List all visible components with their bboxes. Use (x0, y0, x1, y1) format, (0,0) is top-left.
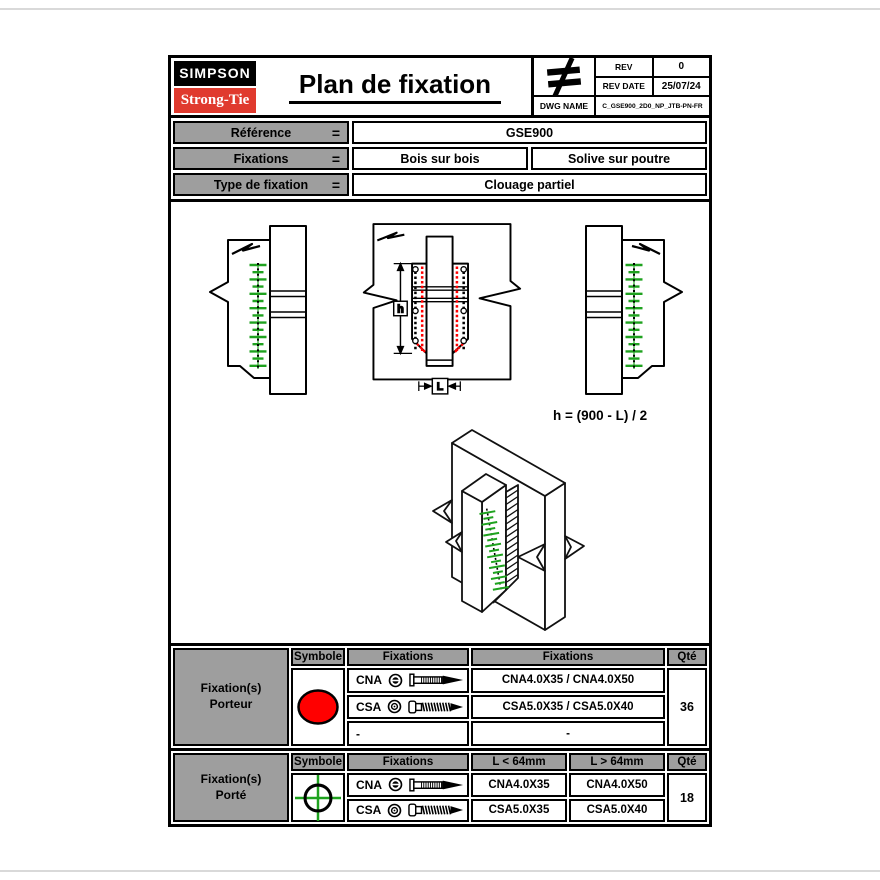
porte-header-l-small: L < 64mm (471, 753, 567, 771)
porte-csa-l-small: CSA5.0X35 (471, 798, 567, 822)
page-title: Plan de fixation (259, 58, 531, 115)
porteur-header-fixations-1: Fixations (347, 648, 469, 666)
svg-text:h: h (397, 303, 403, 315)
drawing-sheet: SIMPSON Strong-Tie Plan de fixation REV … (168, 55, 712, 827)
fixations-row: Fixations = Bois sur bois Solive sur pou… (173, 147, 707, 170)
front-view-drawing: h L (362, 223, 522, 395)
porteur-header-symbole: Symbole (291, 648, 345, 666)
porte-row-csa-fixation: CSA (347, 798, 469, 822)
svg-text:L: L (437, 381, 444, 393)
porteur-label-line1: Fixation(s) (200, 681, 262, 696)
height-formula: h = (900 - L) / 2 (553, 408, 648, 423)
fixations-label-cell: Fixations = (173, 147, 349, 170)
rev-date-value: 25/07/24 (653, 77, 709, 96)
porteur-symbol-icon (291, 668, 345, 746)
cna-label: CNA (356, 777, 382, 792)
type-fixation-label: Type de fixation (213, 177, 309, 192)
cna-head-icon (388, 777, 403, 792)
porte-table-label: Fixation(s) Porté (173, 753, 289, 822)
dwg-name-label: DWG NAME (534, 97, 594, 115)
porteur-csa-value: CSA5.0X35 / CSA5.0X40 (471, 694, 665, 720)
porte-header-fixations: Fixations (347, 753, 469, 771)
screw-icon (408, 803, 464, 817)
drawing-area: h L (171, 202, 709, 646)
revision-block: REV 0 REV DATE 25/07/24 DWG NAME C_GSE90… (531, 56, 709, 115)
reference-label-cell: Référence = (173, 121, 349, 144)
equals-sign: = (331, 124, 340, 141)
porte-qty: 18 (667, 773, 707, 822)
reference-value: GSE900 (352, 121, 707, 144)
porte-fixings-table: Fixation(s) Porté Symbole Fixations L < … (171, 751, 709, 824)
logo-strongtie: Strong-Tie (174, 87, 256, 113)
dimension-h: h (392, 261, 413, 356)
csa-head-icon (388, 803, 402, 818)
rev-value: 0 (653, 58, 709, 76)
equals-sign: = (331, 176, 340, 193)
cna-label: CNA (356, 673, 382, 688)
dimension-L: L (418, 377, 461, 395)
reference-label: Référence (230, 125, 292, 140)
nail-icon (409, 673, 464, 687)
page-title-text: Plan de fixation (288, 69, 502, 104)
logo-simpson: SIMPSON (174, 60, 256, 86)
side-view-right-drawing (585, 225, 683, 395)
porte-header-l-large: L > 64mm (569, 753, 665, 771)
equals-sign: = (331, 150, 340, 167)
fixations-label: Fixations (233, 151, 289, 166)
screen-edge-bottom (0, 870, 880, 872)
porteur-header-fixations-2: Fixations (471, 648, 665, 666)
reference-table: Référence = GSE900 Fixations = Bois sur … (171, 118, 709, 202)
porteur-row-cna-fixation: CNA (347, 668, 469, 693)
porteur-table-label: Fixation(s) Porteur (173, 648, 289, 746)
type-fixation-value: Clouage partiel (352, 173, 707, 196)
porte-csa-l-large: CSA5.0X40 (569, 798, 665, 822)
side-view-left-drawing (209, 225, 307, 395)
porte-cna-l-large: CNA4.0X50 (569, 773, 665, 797)
porte-symbol-icon (291, 773, 345, 822)
porte-header-symbole: Symbole (291, 753, 345, 771)
title-block: SIMPSON Strong-Tie Plan de fixation REV … (171, 56, 709, 118)
reference-row: Référence = GSE900 (173, 121, 707, 144)
csa-head-icon (388, 700, 402, 714)
csa-label: CSA (356, 699, 382, 714)
porteur-cna-value: CNA4.0X35 / CNA4.0X50 (471, 668, 665, 693)
porte-label-line2: Porté (215, 787, 247, 802)
porte-cna-l-small: CNA4.0X35 (471, 773, 567, 797)
fixations-value-2: Solive sur poutre (531, 147, 707, 170)
type-fixation-label-cell: Type de fixation = (173, 173, 349, 196)
porteur-header-qty: Qté (667, 648, 707, 666)
porteur-qty: 36 (667, 668, 707, 746)
porte-row-cna-fixation: CNA (347, 773, 469, 797)
not-equal-icon (534, 56, 594, 97)
rev-label: REV (596, 58, 652, 76)
type-fixation-row: Type de fixation = Clouage partiel (173, 173, 707, 196)
fixations-value-1: Bois sur bois (352, 147, 528, 170)
simpson-strongtie-logo: SIMPSON Strong-Tie (171, 58, 259, 115)
porteur-label-line2: Porteur (209, 697, 253, 711)
dwg-name-value: C_GSE900_2D0_NP_JTB-PN-FR (596, 97, 709, 115)
porteur-fixings-table: Fixation(s) Porteur Symbole Fixations Fi… (171, 646, 709, 751)
porte-label-line1: Fixation(s) (200, 771, 262, 786)
porteur-dash-value: - (471, 721, 665, 746)
porte-header-qty: Qté (667, 753, 707, 771)
porteur-row-csa-fixation: CSA (347, 694, 469, 720)
csa-label: CSA (356, 803, 382, 818)
screen-edge-top (0, 8, 880, 10)
screw-icon (408, 700, 464, 714)
porteur-row-dash: - (347, 721, 469, 746)
cna-head-icon (388, 673, 403, 688)
rev-date-label: REV DATE (596, 77, 652, 96)
nail-icon (409, 778, 464, 792)
isometric-view-drawing (432, 429, 585, 631)
